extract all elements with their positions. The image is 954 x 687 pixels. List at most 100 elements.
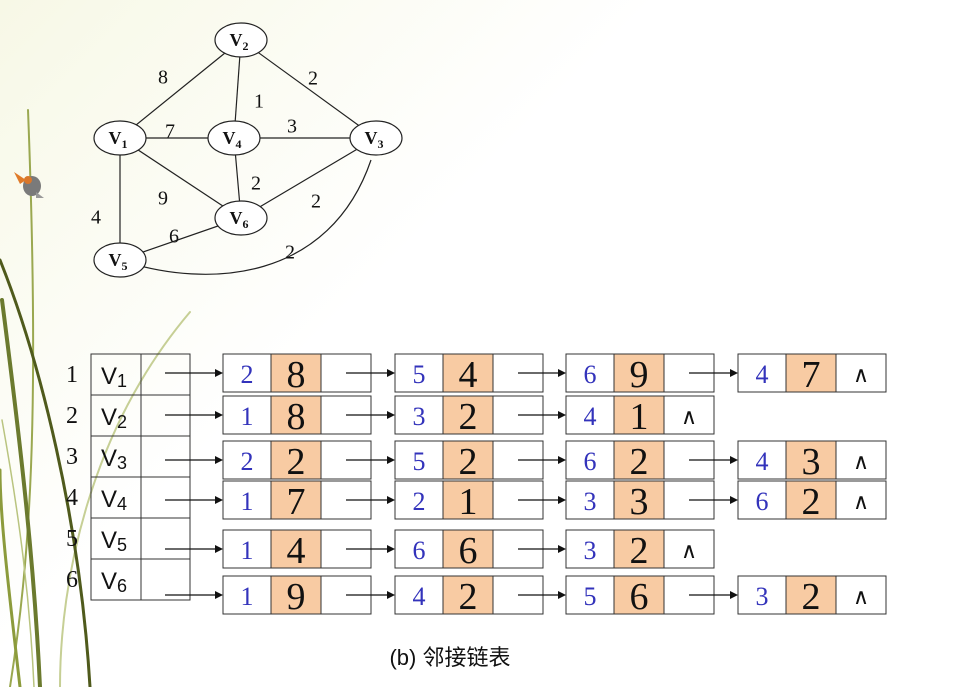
pointer-arrow bbox=[165, 369, 223, 377]
node-index: 4 bbox=[413, 582, 426, 611]
node-index: 1 bbox=[241, 402, 254, 431]
node-weight: 8 bbox=[287, 396, 306, 438]
list-node: 47∧ bbox=[738, 354, 886, 396]
edge-weight-label: 2 bbox=[251, 173, 261, 195]
node-index: 3 bbox=[756, 582, 769, 611]
header-pointer-cell bbox=[141, 436, 190, 477]
null-pointer-mark: ∧ bbox=[853, 450, 869, 475]
node-index: 5 bbox=[584, 582, 597, 611]
edge-weight-label: 7 bbox=[165, 121, 175, 143]
row-number: 1 bbox=[66, 362, 78, 388]
header-vertex-label: V4 bbox=[101, 486, 127, 514]
vertex-v4: V4 bbox=[208, 121, 260, 155]
node-index: 1 bbox=[241, 536, 254, 565]
node-weight: 2 bbox=[802, 576, 821, 618]
list-node: 28 bbox=[223, 354, 371, 396]
node-index: 6 bbox=[584, 447, 597, 476]
vertex-v6: V6 bbox=[215, 201, 267, 235]
edge-weight-label: 6 bbox=[169, 226, 179, 248]
pointer-arrow bbox=[165, 456, 223, 464]
vertex-v2: V2 bbox=[215, 23, 267, 57]
list-node: 4 1 ∧ bbox=[566, 396, 714, 438]
list-node: 3 2 ∧ bbox=[738, 576, 886, 618]
node-weight: 2 bbox=[630, 530, 649, 572]
figure-caption: (b) 邻接链表 bbox=[340, 640, 560, 672]
node-weight: 2 bbox=[459, 576, 478, 618]
node-weight: 7 bbox=[802, 354, 821, 396]
vertex-v5: V5 bbox=[94, 243, 146, 277]
node-index: 6 bbox=[756, 487, 769, 516]
edge-weight-label: 1 bbox=[254, 91, 264, 113]
node-weight: 6 bbox=[630, 576, 649, 618]
node-index: 3 bbox=[584, 536, 597, 565]
header-vertex-label: V1 bbox=[101, 363, 127, 391]
pointer-arrow bbox=[165, 591, 223, 599]
header-vertex-label: V3 bbox=[101, 445, 127, 473]
node-weight: 2 bbox=[287, 441, 306, 483]
edge-weight-label: 2 bbox=[308, 68, 318, 90]
node-weight: 1 bbox=[630, 396, 649, 438]
pointer-arrow bbox=[165, 545, 223, 553]
row-number: 6 bbox=[66, 567, 78, 593]
node-weight: 7 bbox=[287, 481, 306, 523]
pointer-arrow bbox=[165, 496, 223, 504]
null-pointer-mark: ∧ bbox=[853, 585, 869, 610]
node-index: 6 bbox=[413, 536, 426, 565]
header-pointer-cell bbox=[141, 477, 190, 518]
null-pointer-mark: ∧ bbox=[853, 490, 869, 515]
edge-weight-label: 2 bbox=[285, 242, 295, 264]
node-weight: 2 bbox=[459, 396, 478, 438]
node-weight: 6 bbox=[459, 530, 478, 572]
node-index: 2 bbox=[241, 360, 254, 389]
edge-v6-v3 bbox=[241, 138, 376, 218]
node-index: 2 bbox=[413, 487, 426, 516]
node-weight: 2 bbox=[459, 441, 478, 483]
node-index: 4 bbox=[584, 402, 597, 431]
header-vertex-label: V6 bbox=[101, 568, 127, 596]
node-index: 1 bbox=[241, 582, 254, 611]
node-weight: 9 bbox=[630, 354, 649, 396]
pointer-arrow bbox=[165, 411, 223, 419]
node-weight: 2 bbox=[630, 441, 649, 483]
node-weight: 2 bbox=[802, 481, 821, 523]
node-index: 3 bbox=[584, 487, 597, 516]
node-weight: 8 bbox=[287, 354, 306, 396]
list-node: 3 2 ∧ bbox=[566, 530, 714, 572]
node-index: 2 bbox=[241, 447, 254, 476]
row-number: 5 bbox=[66, 526, 78, 552]
node-weight: 3 bbox=[802, 441, 821, 483]
edge-weight-label: 9 bbox=[158, 188, 168, 210]
list-node: 62 bbox=[566, 441, 714, 483]
node-weight: 9 bbox=[287, 576, 306, 618]
header-pointer-cell bbox=[141, 559, 190, 600]
node-index: 1 bbox=[241, 487, 254, 516]
node-index: 3 bbox=[413, 402, 426, 431]
header-pointer-cell bbox=[141, 518, 190, 559]
null-pointer-mark: ∧ bbox=[681, 539, 697, 564]
node-index: 4 bbox=[756, 360, 769, 389]
edge-weight-label: 3 bbox=[287, 116, 297, 138]
row-number: 3 bbox=[66, 444, 78, 470]
edge-weight-label: 2 bbox=[311, 191, 321, 213]
node-index: 5 bbox=[413, 360, 426, 389]
node-index: 4 bbox=[756, 447, 769, 476]
edge-weight-label: 4 bbox=[91, 207, 101, 229]
node-index: 5 bbox=[413, 447, 426, 476]
node-weight: 4 bbox=[459, 354, 478, 396]
null-pointer-mark: ∧ bbox=[681, 405, 697, 430]
vertex-v3: V3 bbox=[350, 121, 402, 155]
node-weight: 4 bbox=[287, 530, 306, 572]
